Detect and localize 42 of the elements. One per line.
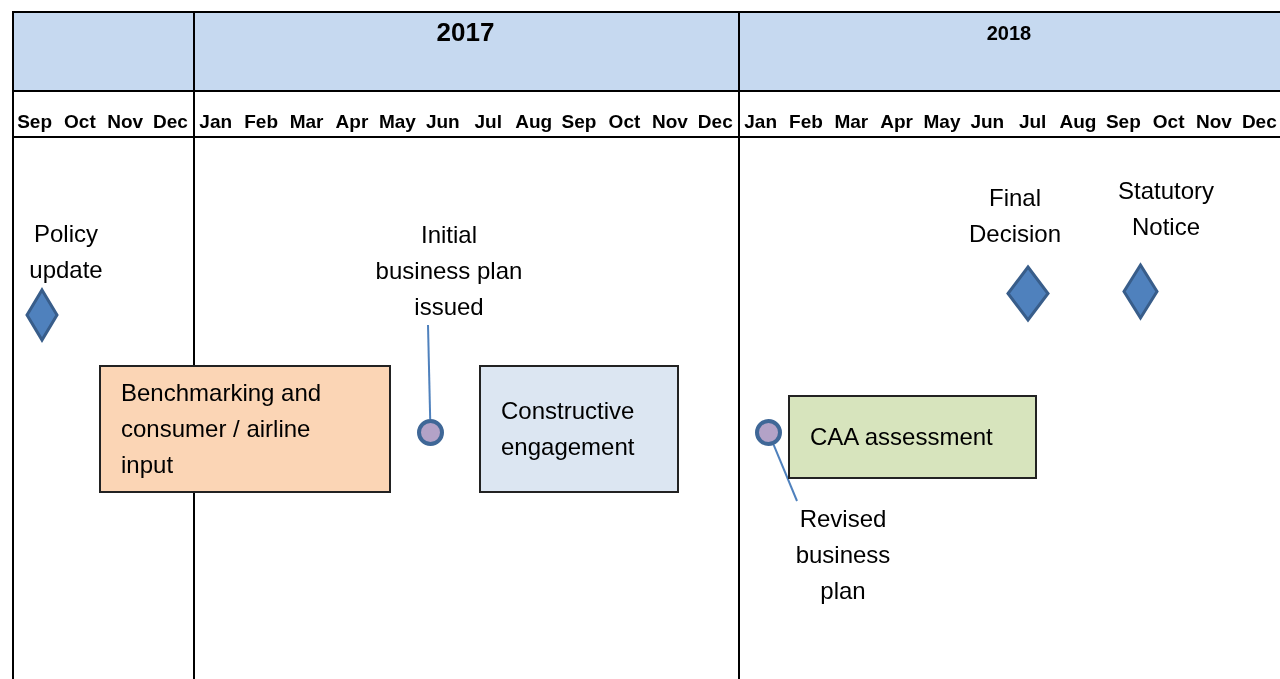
milestone-label: Statutory Notice bbox=[1116, 176, 1215, 242]
leader-line bbox=[772, 443, 798, 502]
activity-box: Benchmarking and consumer / airline input bbox=[99, 365, 391, 493]
activity-box: Constructive engagement bbox=[479, 365, 679, 493]
month-label: Dec bbox=[1240, 111, 1278, 133]
month-label: Dec bbox=[151, 111, 189, 133]
leader-line bbox=[427, 324, 432, 420]
month-label: Feb bbox=[243, 111, 279, 133]
month-label: Jun bbox=[424, 111, 461, 133]
month-label: Sep bbox=[16, 111, 54, 133]
month-label: Feb bbox=[788, 111, 824, 133]
month-label: Aug bbox=[1058, 111, 1098, 133]
month-label: Apr bbox=[334, 111, 370, 133]
month-label: Nov bbox=[106, 111, 145, 133]
month-label: May bbox=[377, 111, 417, 133]
month-label: Jul bbox=[473, 111, 503, 133]
month-label: Jun bbox=[969, 111, 1006, 133]
milestone-label: Initial business plan issued bbox=[374, 217, 524, 325]
year-label: 2017 bbox=[435, 17, 496, 48]
month-label: Apr bbox=[879, 111, 914, 133]
month-label: Jan bbox=[198, 111, 234, 133]
year-label: 2018 bbox=[985, 22, 1033, 45]
month-label: Sep bbox=[1104, 111, 1142, 133]
month-label: Dec bbox=[696, 111, 734, 133]
milestone-dot bbox=[755, 419, 782, 446]
month-label: Mar bbox=[288, 111, 325, 133]
month-label: Oct bbox=[607, 111, 642, 133]
month-label: Jul bbox=[1017, 111, 1048, 133]
month-label: Sep bbox=[560, 111, 598, 133]
milestone-dot bbox=[417, 419, 444, 446]
month-label: Oct bbox=[63, 111, 97, 133]
milestone-label: Final Decision bbox=[967, 183, 1062, 249]
month-label: May bbox=[922, 111, 962, 133]
month-label: Oct bbox=[1151, 111, 1186, 133]
milestone-label: Revised business plan bbox=[780, 501, 906, 609]
month-label: Mar bbox=[833, 111, 870, 133]
activity-box: CAA assessment bbox=[788, 395, 1037, 479]
milestone-label: Policy update bbox=[28, 219, 104, 285]
month-label: Nov bbox=[1195, 111, 1233, 133]
month-label: Jan bbox=[743, 111, 779, 133]
month-label: Nov bbox=[650, 111, 689, 133]
month-label: Aug bbox=[514, 111, 554, 133]
